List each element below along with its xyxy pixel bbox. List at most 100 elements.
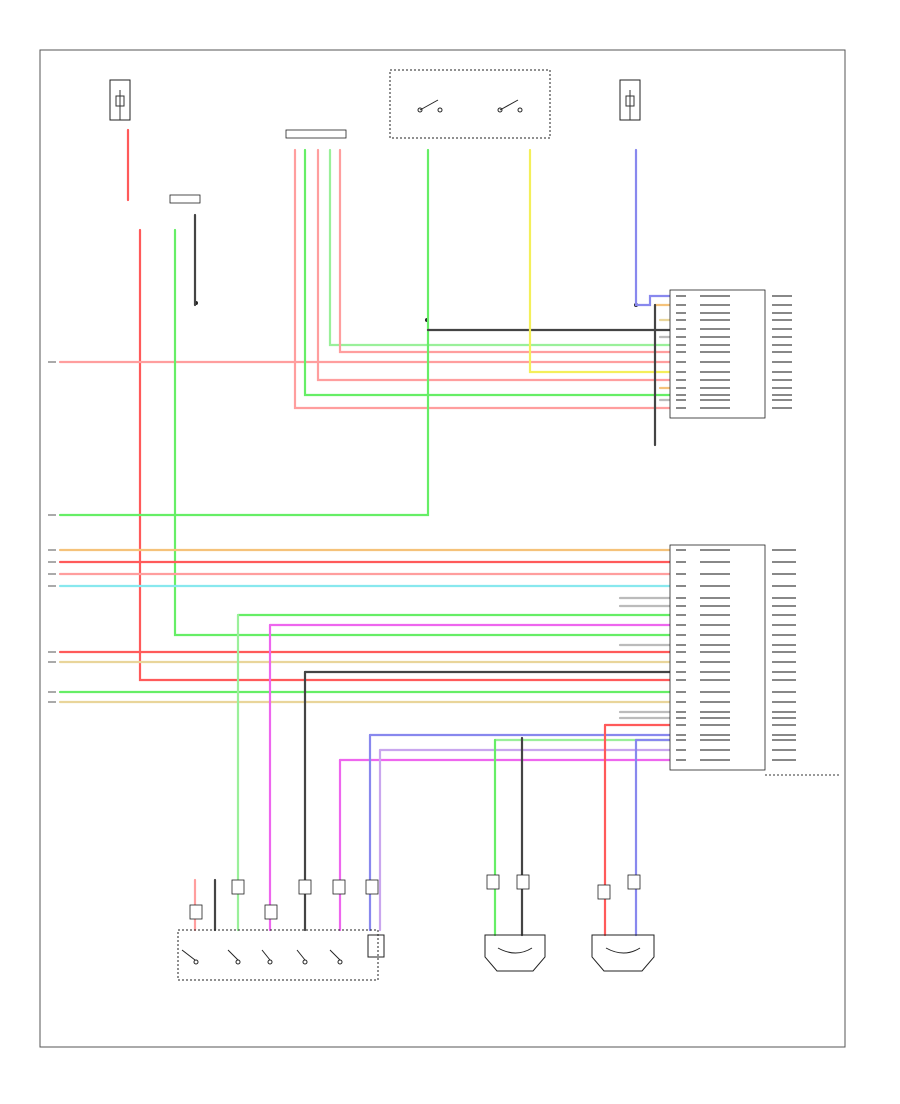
pin-func-lower-19: [772, 734, 796, 736]
pin-desc-upper-3: [700, 319, 730, 321]
output-speed-sensor: [484, 934, 546, 972]
pin-code-upper-9: [676, 371, 686, 373]
pin-func-lower-9: [772, 644, 796, 646]
pin-code-lower-1: [676, 561, 686, 563]
control-module-connector: [669, 289, 840, 776]
pin-code-lower-16: [676, 711, 686, 713]
pin-code-lower-19: [676, 734, 686, 736]
pin-code-upper-2: [676, 312, 686, 314]
pin-desc-lower-15: [700, 701, 730, 703]
pin-desc-upper-5: [700, 336, 730, 338]
pin-desc-lower-21: [700, 749, 730, 751]
pin-code-lower-7: [676, 624, 686, 626]
pin-desc-upper-12: [700, 394, 730, 396]
left-edge-markers: [48, 361, 56, 703]
pin-code-upper-11: [676, 387, 686, 389]
pin-code-upper-0: [676, 295, 686, 297]
pin-code-lower-21: [676, 749, 686, 751]
pin-func-lower-17: [772, 717, 796, 719]
pin-code-lower-17: [676, 717, 686, 719]
pin-desc-upper-10: [700, 379, 730, 381]
pin-desc-lower-11: [700, 661, 730, 663]
pin-desc-lower-14: [700, 691, 730, 693]
pin-func-upper-1: [772, 304, 792, 306]
pin-desc-lower-6: [700, 614, 730, 616]
pin-func-lower-8: [772, 634, 796, 636]
pin-desc-lower-8: [700, 634, 730, 636]
pin-code-upper-6: [676, 344, 686, 346]
pin-code-upper-12: [676, 394, 686, 396]
pin-code-upper-8: [676, 361, 686, 363]
pin-func-upper-2: [772, 312, 792, 314]
transmission-range-sensor: [177, 929, 385, 981]
wire-10: [58, 148, 430, 517]
wire-layer: [58, 128, 672, 937]
pin-code-lower-2: [676, 573, 686, 575]
pin-func-lower-14: [772, 691, 796, 693]
wire-12: [528, 148, 672, 374]
pin-desc-upper-4: [700, 328, 730, 330]
pin-func-upper-6: [772, 344, 792, 346]
pin-code-lower-9: [676, 644, 686, 646]
pin-func-upper-13: [772, 399, 792, 401]
pin-code-lower-12: [676, 671, 686, 673]
pin-desc-lower-17: [700, 717, 730, 719]
pin-code-lower-4: [676, 597, 686, 599]
pin-code-upper-13: [676, 399, 686, 401]
pin-code-lower-14: [676, 691, 686, 693]
pin-code-upper-10: [676, 379, 686, 381]
wire-13: [634, 148, 672, 307]
pin-code-lower-11: [676, 661, 686, 663]
wire-8: [328, 148, 672, 347]
pin-desc-lower-12: [700, 671, 730, 673]
pin-func-lower-0: [772, 549, 796, 551]
diagram-frame: [39, 49, 846, 1048]
pin-desc-lower-13: [700, 679, 730, 681]
pin-func-upper-7: [772, 351, 792, 353]
pin-func-upper-10: [772, 379, 792, 381]
pin-code-upper-5: [676, 336, 686, 338]
pin-code-lower-8: [676, 634, 686, 636]
pin-code-lower-5: [676, 605, 686, 607]
pin-code-lower-13: [676, 679, 686, 681]
pin-desc-upper-14: [700, 407, 730, 409]
pin-func-upper-5: [772, 336, 792, 338]
pin-func-lower-12: [772, 671, 796, 673]
pin-code-lower-3: [676, 585, 686, 587]
pin-code-upper-14: [676, 407, 686, 409]
pin-func-upper-8: [772, 361, 792, 363]
wire-3: [173, 228, 672, 637]
pin-func-upper-14: [772, 407, 792, 409]
input-speed-sensor: [591, 934, 655, 972]
pin-desc-upper-11: [700, 387, 730, 389]
pin-desc-upper-1: [700, 304, 730, 306]
pin-code-lower-18: [676, 724, 686, 726]
pin-desc-lower-16: [700, 711, 730, 713]
pin-code-upper-3: [676, 319, 686, 321]
pin-func-lower-15: [772, 701, 796, 703]
pin-desc-lower-9: [700, 644, 730, 646]
pin-code-upper-4: [676, 328, 686, 330]
pin-code-lower-10: [676, 651, 686, 653]
hot-in-run-fuse: [619, 79, 641, 121]
pin-func-upper-12: [772, 394, 792, 396]
pin-func-lower-13: [772, 679, 796, 681]
pin-func-lower-6: [772, 614, 796, 616]
pin-desc-lower-18: [700, 724, 730, 726]
wire-5: [293, 148, 672, 410]
pin-func-lower-16: [772, 711, 796, 713]
pin-desc-lower-3: [700, 585, 730, 587]
hot-at-all-times-fuse: [109, 79, 131, 121]
pin-func-lower-4: [772, 597, 796, 599]
wire-7: [316, 148, 672, 382]
pin-func-lower-11: [772, 661, 796, 663]
pin-desc-upper-8: [700, 361, 730, 363]
pin-func-lower-5: [772, 605, 796, 607]
pin-desc-lower-4: [700, 597, 730, 599]
pin-desc-lower-5: [700, 605, 730, 607]
pin-func-lower-3: [772, 585, 796, 587]
pin-desc-upper-9: [700, 371, 730, 373]
pin-code-lower-15: [676, 701, 686, 703]
pin-code-lower-0: [676, 549, 686, 551]
